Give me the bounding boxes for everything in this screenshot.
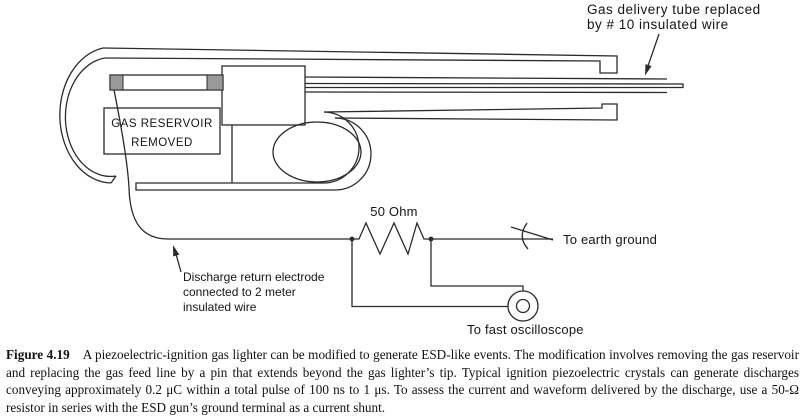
discharge-arrow-head-icon [173,245,180,257]
insulated-wire-pin [304,82,684,89]
delivery-arrow-head-icon [645,64,652,76]
discharge-label-line3: insulated wire [183,300,257,314]
gas-reservoir-label-line2: REMOVED [131,137,193,149]
coax-connector-inner-icon [515,298,531,314]
lighter-barrel-bottom-line [323,103,618,121]
gas-reservoir-label-line1: GAS RESERVOIR [111,118,213,130]
earth-ground-label: To earth ground [563,232,657,247]
scope-center-wire [351,239,516,308]
lighter-case-left-outer-arc [59,47,112,184]
gas-tube-line-lower [304,91,668,94]
lighter-hook-outer-arc [334,117,372,191]
resistor-value-label: 50 Ohm [370,204,417,219]
piezo-mechanism-block [221,65,306,126]
figure-caption-label: Figure 4.19 [6,347,70,362]
discharge-label-line1: Discharge return electrode [183,270,325,284]
lighter-barrel-top-line [102,47,618,74]
trigger-loop [272,121,362,183]
gas-delivery-label-line2: by # 10 insulated wire [587,17,729,32]
delivery-arrow-shaft [647,33,660,67]
scope-shield-wire [430,239,524,291]
electrode-cap-right [206,74,224,91]
gas-reservoir-note-box [103,107,221,155]
discharge-label-line2: connected to 2 meter [183,285,296,299]
discharge-return-wire [113,89,352,240]
lighter-case-end-cut [110,175,117,184]
wire-break-slash [510,226,554,241]
wire-break-tick [521,222,529,250]
discharge-arrow-shaft [175,253,182,273]
esd-lighter-diagram: GAS RESERVOIR REMOVED 50 Ohm To earth gr… [59,2,761,337]
resistor-symbol [352,221,431,256]
lighter-bottom-bar [135,182,335,191]
spark-electrode-tube [109,74,224,91]
figure-caption-text: A piezoelectric-ignition gas lighter can… [6,347,799,415]
gas-tube-line-upper [304,76,668,80]
oscilloscope-label: To fast oscilloscope [467,322,584,337]
lighter-hook-inner-arc [322,111,360,184]
electrode-cap-left [109,74,124,91]
gas-delivery-label-line1: Gas delivery tube replaced [587,2,761,17]
lighter-case-left-inner-arc [64,57,117,178]
